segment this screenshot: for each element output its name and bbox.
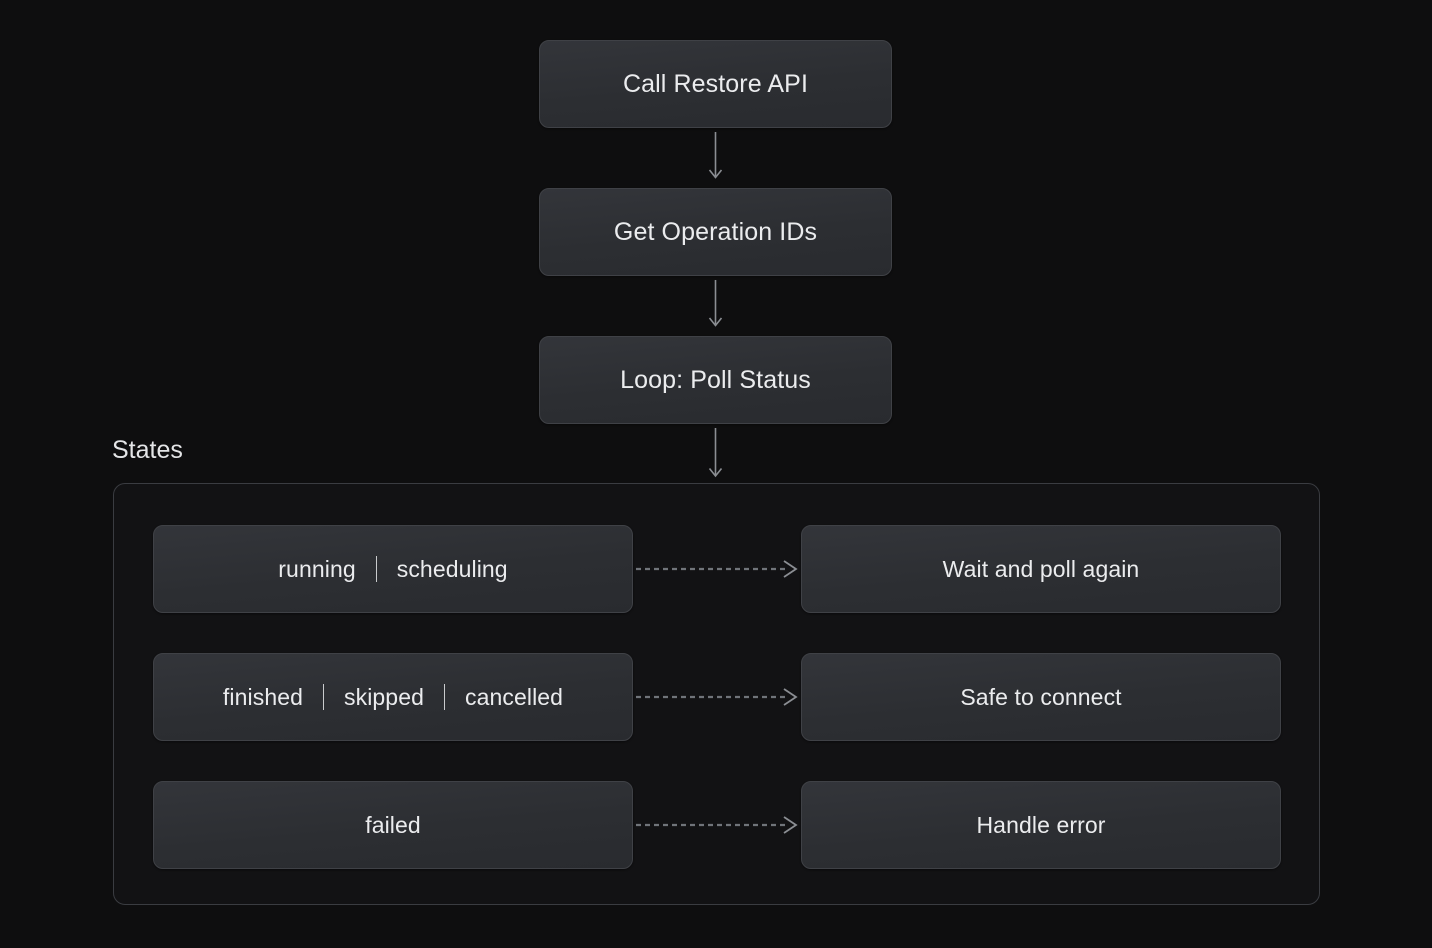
state-separator — [323, 684, 324, 710]
flow-node-call-restore-api[interactable]: Call Restore API — [539, 40, 892, 128]
dashed-arrow-running-to-wait — [636, 558, 802, 580]
action-label: Handle error — [976, 811, 1106, 838]
state-token: skipped — [344, 683, 424, 710]
action-box-safe-to-connect[interactable]: Safe to connect — [801, 653, 1281, 741]
dashed-arrow-finished-to-safe — [636, 686, 802, 708]
state-token: running — [278, 555, 356, 582]
states-group-label: States — [112, 436, 183, 464]
state-token: finished — [222, 683, 303, 710]
state-row: finished skipped cancelled Safe to conne… — [114, 653, 1319, 741]
flow-node-loop-poll-status[interactable]: Loop: Poll Status — [539, 336, 892, 424]
arrow-loop-poll-to-states — [707, 428, 724, 480]
state-row: running scheduling Wait and poll again — [114, 525, 1319, 613]
action-label: Safe to connect — [960, 683, 1122, 710]
dashed-arrow-failed-to-handle-error — [636, 814, 802, 836]
state-token: scheduling — [396, 555, 508, 582]
state-token: failed — [365, 811, 421, 838]
flow-node-label: Get Operation IDs — [613, 217, 818, 246]
state-box-failed[interactable]: failed — [153, 781, 633, 869]
states-group-container: running scheduling Wait and poll again f… — [113, 483, 1320, 905]
state-token: cancelled — [464, 683, 564, 710]
arrow-get-operation-to-loop-poll — [707, 280, 724, 332]
state-row: failed Handle error — [114, 781, 1319, 869]
arrow-call-restore-to-get-operation — [707, 132, 724, 184]
state-box-running-scheduling[interactable]: running scheduling — [153, 525, 633, 613]
flow-node-get-operation-ids[interactable]: Get Operation IDs — [539, 188, 892, 276]
flow-node-label: Call Restore API — [622, 69, 808, 98]
state-separator — [443, 684, 445, 710]
state-separator — [375, 556, 377, 582]
action-box-handle-error[interactable]: Handle error — [801, 781, 1281, 869]
action-label: Wait and poll again — [942, 555, 1140, 582]
flow-node-label: Loop: Poll Status — [620, 365, 811, 394]
state-box-finished-skipped-cancelled[interactable]: finished skipped cancelled — [153, 653, 633, 741]
action-box-wait-and-poll-again[interactable]: Wait and poll again — [801, 525, 1281, 613]
